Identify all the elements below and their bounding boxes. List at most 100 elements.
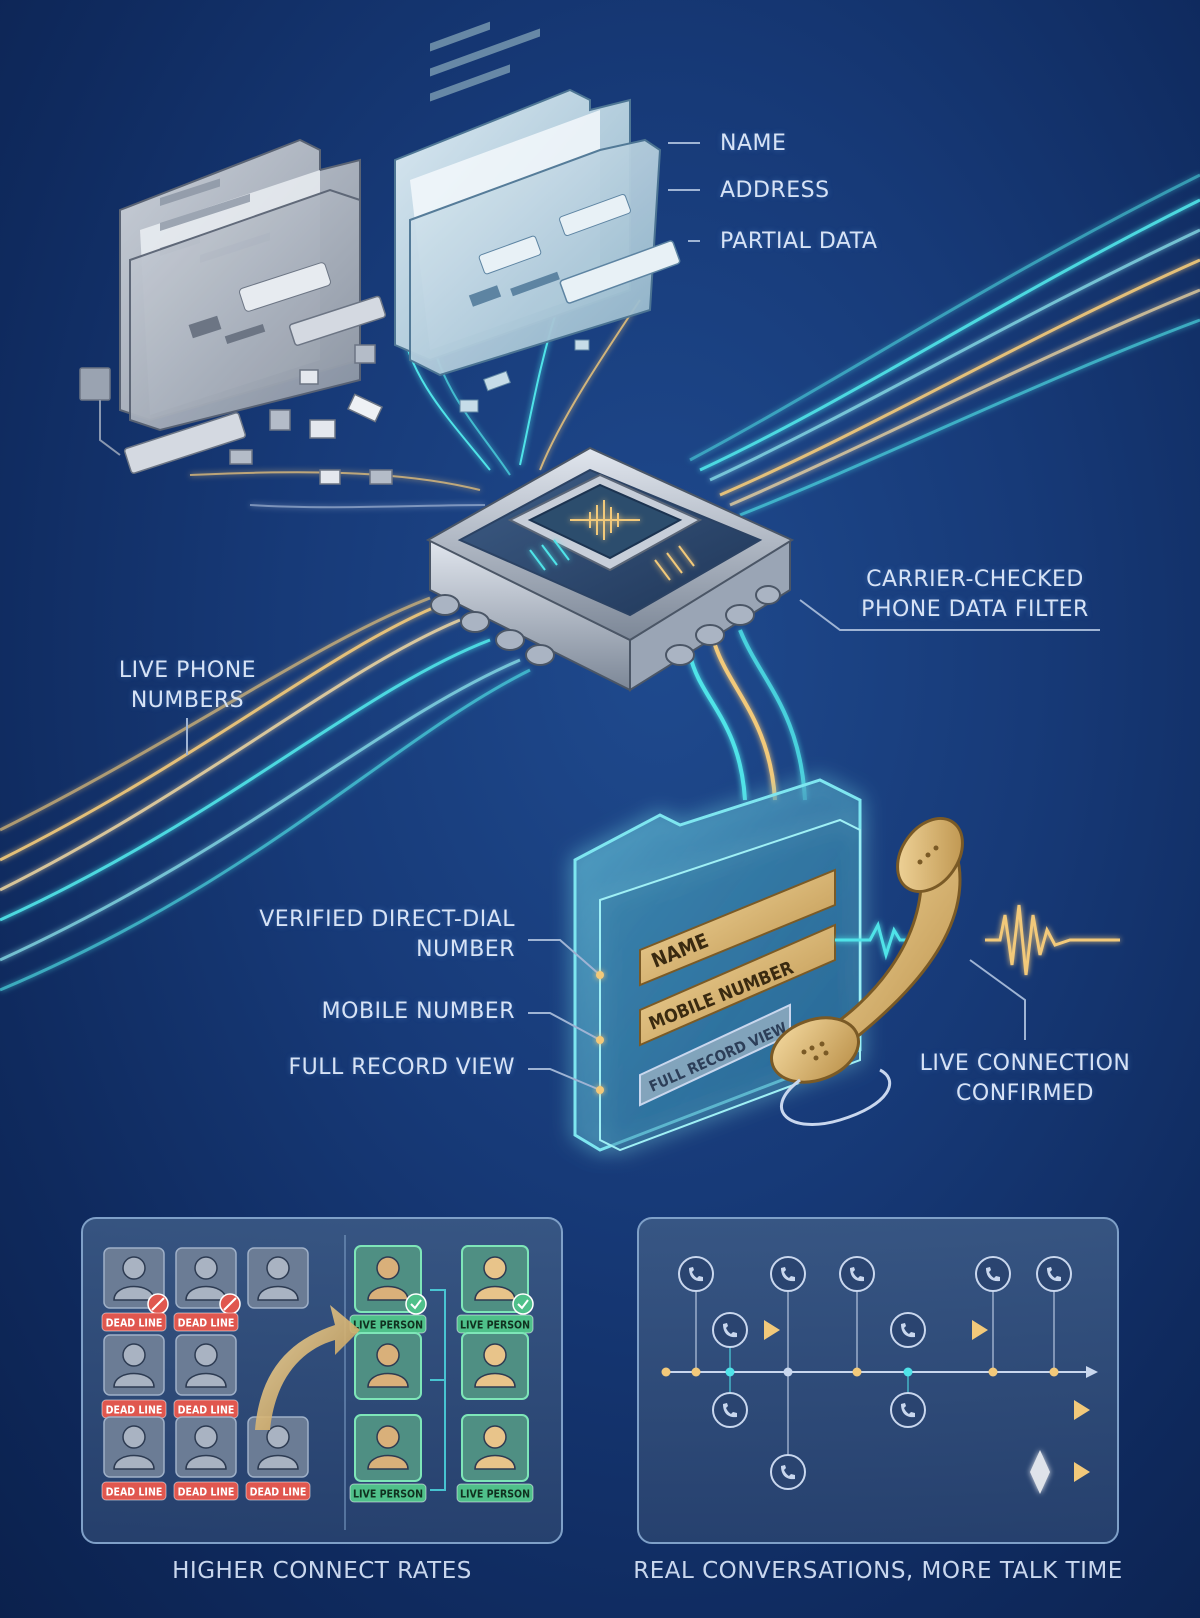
person-icon-head [194,1425,218,1449]
label-live-connection-line2: CONFIRMED [956,1081,1094,1106]
talk-time-panel [637,1217,1119,1544]
blocked-icon-slash [151,1297,165,1311]
person-icon-head [266,1256,290,1280]
person-icon-head [122,1256,146,1280]
person-icon-body [367,1372,409,1388]
talk-time-arrow-longest-head [1074,1462,1090,1482]
live-person-tag-bg [349,1483,427,1503]
timeline-dot [691,1367,701,1377]
person-icon-body [474,1372,516,1388]
dead-line-tag-bg [245,1481,311,1501]
phone-call-icon-glyph [781,1267,795,1282]
timeline-dot [725,1367,735,1377]
call-timeline [661,1256,1098,1494]
person-icon-head [194,1256,218,1280]
live-person-tag-bg [456,1483,534,1503]
dead-line-card [247,1247,309,1309]
person-icon-head [483,1343,507,1367]
phone-call-icon-ring [678,1256,714,1292]
dead-line-tag: DEAD LINE [106,1405,163,1417]
data-streams-down [688,629,807,801]
timeline-dot [1049,1367,1059,1377]
person-icon-head [376,1343,400,1367]
phone-call-icon-ring [770,1454,806,1490]
phone-call-icon [678,1256,714,1292]
person-icon-head [122,1343,146,1367]
waveform-icon [570,500,640,540]
person-icon-body [367,1454,409,1470]
label-filter: CARRIER-CHECKED PHONE DATA FILTER [845,565,1105,625]
phone-call-icon-glyph [723,1403,737,1418]
dead-line-card: DEAD LINE [101,1247,169,1332]
dead-line-tag: DEAD LINE [178,1487,235,1499]
phone-call-icon-ring [975,1256,1011,1292]
label-partial-data: PARTIAL DATA [720,229,878,254]
blue-folder [394,21,662,377]
dead-line-card: DEAD LINE [173,1416,239,1501]
phone-call-icon-ring [890,1392,926,1428]
phone-handset-icon [769,817,964,1126]
dead-line-card: DEAD LINE [101,1416,167,1501]
phone-call-icon-glyph [723,1323,737,1338]
phone-call-icon [712,1312,748,1348]
check-icon-mark [410,1299,422,1310]
timeline-dot [661,1367,671,1377]
timeline-dot [852,1367,862,1377]
person-icon-body [474,1454,516,1470]
check-icon-mark [517,1299,529,1310]
dead-line-card: DEAD LINE [101,1334,167,1419]
phone-data-filter-chip [425,446,795,692]
label-live-numbers-line1: LIVE PHONE [118,658,257,683]
caption-higher-connect-rates: HIGHER CONNECT RATES [172,1558,472,1584]
gray-folder-connector [99,400,121,456]
phone-call-icon-ring [712,1392,748,1428]
dead-line-card: DEAD LINE [173,1334,239,1419]
blue-data-bits [459,339,590,413]
live-person-tag: LIVE PERSON [353,1489,423,1501]
filter-label-leader [799,599,1100,631]
record-label-leaders [528,939,601,1091]
phone-call-icon-glyph [986,1267,1000,1282]
dead-line-card: DEAD LINE [173,1247,241,1332]
dead-line-tag-bg [101,1481,167,1501]
timeline-axis-arrowhead [1086,1366,1098,1378]
blue-data-fragment [559,240,681,304]
improvement-arrow [255,1305,360,1430]
dead-line-card: DEAD LINE [245,1416,311,1501]
phone-call-icon-ring [1036,1256,1072,1292]
timeline-dot [988,1367,998,1377]
connection-label-leader [969,959,1026,1040]
label-live-numbers-line2: NUMBERS [130,688,245,713]
person-icon-body [185,1372,227,1388]
person-icon-head [266,1425,290,1449]
label-verified-direct-dial: VERIFIED DIRECT-DIAL NUMBER [230,905,515,965]
dead-line-tag: DEAD LINE [178,1318,235,1330]
label-mobile-number: MOBILE NUMBER [321,999,515,1024]
label-name: NAME [720,131,787,156]
dead-line-tag-bg [173,1312,239,1332]
label-full-record-view: FULL RECORD VIEW [288,1055,515,1080]
phone-call-icon [839,1256,875,1292]
live-person-card: LIVE PERSON [349,1245,427,1334]
check-icon [512,1293,534,1315]
label-verified-line2: NUMBER [416,937,515,962]
live-grid-connectors [430,1289,446,1491]
top-label-leaders [668,142,700,242]
talk-time-arrow-short-head [764,1320,780,1340]
person-icon-head [483,1425,507,1449]
phone-call-icon-glyph [689,1267,703,1282]
live-person-card [354,1332,422,1400]
live-person-card: LIVE PERSON [349,1414,427,1503]
live-person-tag: LIVE PERSON [353,1320,423,1332]
person-icon-head [376,1425,400,1449]
live-person-card [461,1332,529,1400]
talk-time-arrow-long-head [1074,1400,1090,1420]
phone-call-icon-ring [770,1256,806,1292]
label-address: ADDRESS [720,178,830,203]
talk-time-arrow-medium-head [972,1320,988,1340]
live-person-tag: LIVE PERSON [460,1489,530,1501]
label-live-connection: LIVE CONNECTION CONFIRMED [910,1049,1140,1109]
